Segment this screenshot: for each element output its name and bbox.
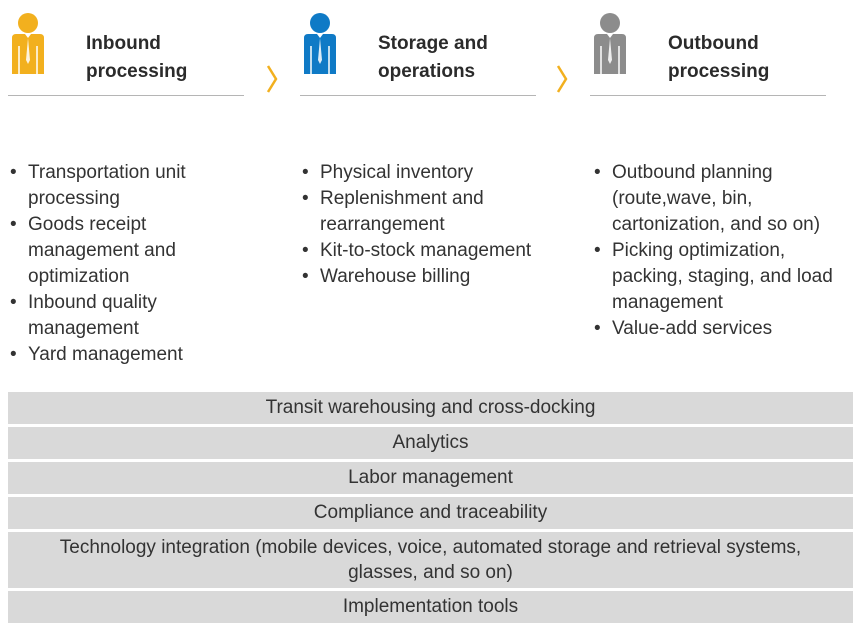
person-icon — [304, 13, 336, 74]
inbound-bullet-list: Transportation unit processing Goods rec… — [8, 160, 258, 368]
list-item: Physical inventory — [300, 160, 540, 186]
stage-title: Inbound processing — [86, 33, 188, 82]
stage-inbound: Inbound processing — [8, 0, 248, 96]
list-item: Inbound quality management — [8, 290, 258, 342]
stage-storage: Storage and operations — [300, 0, 540, 96]
list-item: Yard management — [8, 342, 258, 368]
stage-outbound-header: Outbound processing — [590, 0, 826, 96]
list-item: Warehouse billing — [300, 264, 540, 290]
chevron-right-icon — [556, 65, 568, 93]
band-labor-management: Labor management — [8, 462, 853, 494]
band-technology-integration: Technology integration (mobile devices, … — [8, 532, 853, 588]
outbound-bullet-list: Outbound planning (route,wave, bin, cart… — [592, 160, 852, 342]
capability-bands: Transit warehousing and cross-docking An… — [8, 392, 853, 626]
list-item: Replenishment and rearrangement — [300, 186, 540, 238]
band-implementation-tools: Implementation tools — [8, 591, 853, 623]
stage-title: Outbound processing — [668, 33, 770, 82]
band-compliance: Compliance and traceability — [8, 497, 853, 529]
person-icon — [594, 13, 626, 74]
chevron-right-icon — [266, 65, 278, 93]
list-item: Goods receipt management and optimizatio… — [8, 212, 258, 290]
storage-bullet-list: Physical inventory Replenishment and rea… — [300, 160, 540, 290]
stage-outbound: Outbound processing — [590, 0, 852, 96]
list-item: Transportation unit processing — [8, 160, 258, 212]
person-icon — [12, 13, 44, 74]
band-transit-warehousing: Transit warehousing and cross-docking — [8, 392, 853, 424]
list-item: Picking optimization, packing, staging, … — [592, 238, 852, 316]
list-item: Outbound planning (route,wave, bin, cart… — [592, 160, 852, 238]
band-analytics: Analytics — [8, 427, 853, 459]
list-item: Kit-to-stock management — [300, 238, 540, 264]
stage-inbound-header: Inbound processing — [8, 0, 244, 96]
stage-title: Storage and operations — [378, 33, 488, 82]
stage-storage-header: Storage and operations — [300, 0, 536, 96]
list-item: Value-add services — [592, 316, 852, 342]
